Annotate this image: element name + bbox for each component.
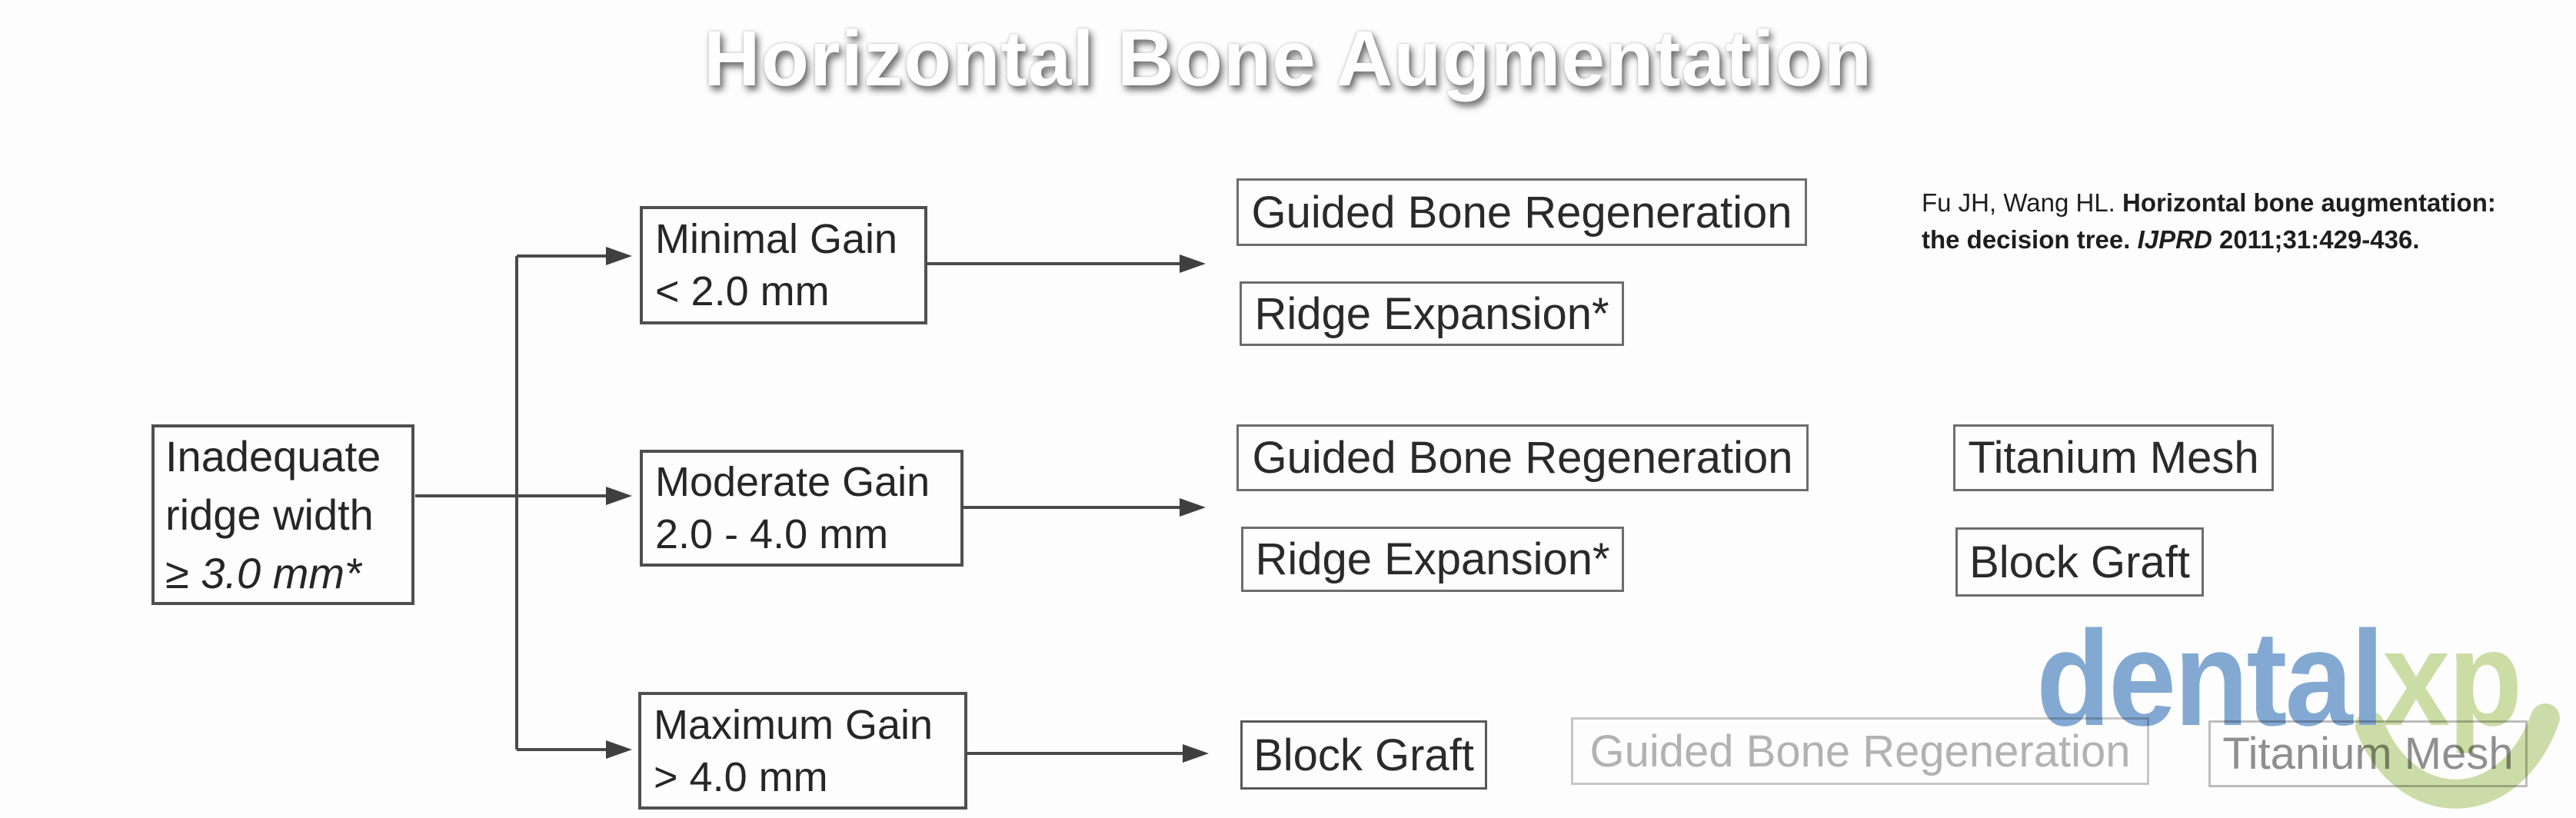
page-title: Horizontal Bone Augmentation <box>703 15 1873 102</box>
branch-moderate-line-2: 2.0 - 4.0 mm <box>655 511 889 557</box>
branch-maximum-line-1: Maximum Gain <box>654 701 934 748</box>
citation-work-title-1: Horizontal bone augmentation: <box>2122 188 2496 217</box>
citation-authors: Fu JH, Wang HL. <box>1922 188 2123 217</box>
citation-line-1: Fu JH, Wang HL. Horizontal bone augmenta… <box>1922 185 2496 221</box>
treatment-guided-bone-regeneration-minimal: Guided Bone Regeneration <box>1236 178 1807 246</box>
treatment-guided-bone-regeneration-moderate: Guided Bone Regeneration <box>1236 424 1809 491</box>
treatment-ridge-expansion-minimal: Ridge Expansion* <box>1240 281 1624 346</box>
root-node-inadequate-ridge-width: Inadequate ridge width ≥ 3.0 mm* <box>151 424 414 605</box>
branch-moderate-gain: Moderate Gain 2.0 - 4.0 mm <box>640 450 964 567</box>
root-line-3: ≥ 3.0 mm* <box>165 548 361 597</box>
citation-work-title-2: the decision tree. <box>1922 225 2138 254</box>
branch-minimal-line-1: Minimal Gain <box>655 216 898 262</box>
citation-line-2: the decision tree. IJPRD 2011;31:429-436… <box>1922 221 2496 258</box>
citation-journal: IJPRD <box>2137 225 2212 254</box>
citation: Fu JH, Wang HL. Horizontal bone augmenta… <box>1922 185 2496 258</box>
treatment-block-graft-moderate: Block Graft <box>1955 527 2204 597</box>
branch-minimal-line-2: < 2.0 mm <box>655 268 830 314</box>
treatment-block-graft-maximum: Block Graft <box>1240 720 1487 790</box>
root-line-2: ridge width <box>165 490 374 539</box>
treatment-ridge-expansion-moderate: Ridge Expansion* <box>1241 527 1624 592</box>
branch-moderate-line-1: Moderate Gain <box>655 459 930 505</box>
branch-maximum-line-2: > 4.0 mm <box>654 753 828 800</box>
treatment-titanium-mesh-moderate: Titanium Mesh <box>1953 424 2274 491</box>
branch-maximum-gain: Maximum Gain > 4.0 mm <box>638 692 967 810</box>
citation-issue: 2011;31:429-436. <box>2212 225 2420 254</box>
treatment-guided-bone-regeneration-maximum-faded: Guided Bone Regeneration <box>1571 717 2149 785</box>
treatment-titanium-mesh-maximum-faded: Titanium Mesh <box>2208 720 2528 787</box>
root-line-1: Inadequate <box>165 431 381 480</box>
branch-minimal-gain: Minimal Gain < 2.0 mm <box>640 206 927 324</box>
